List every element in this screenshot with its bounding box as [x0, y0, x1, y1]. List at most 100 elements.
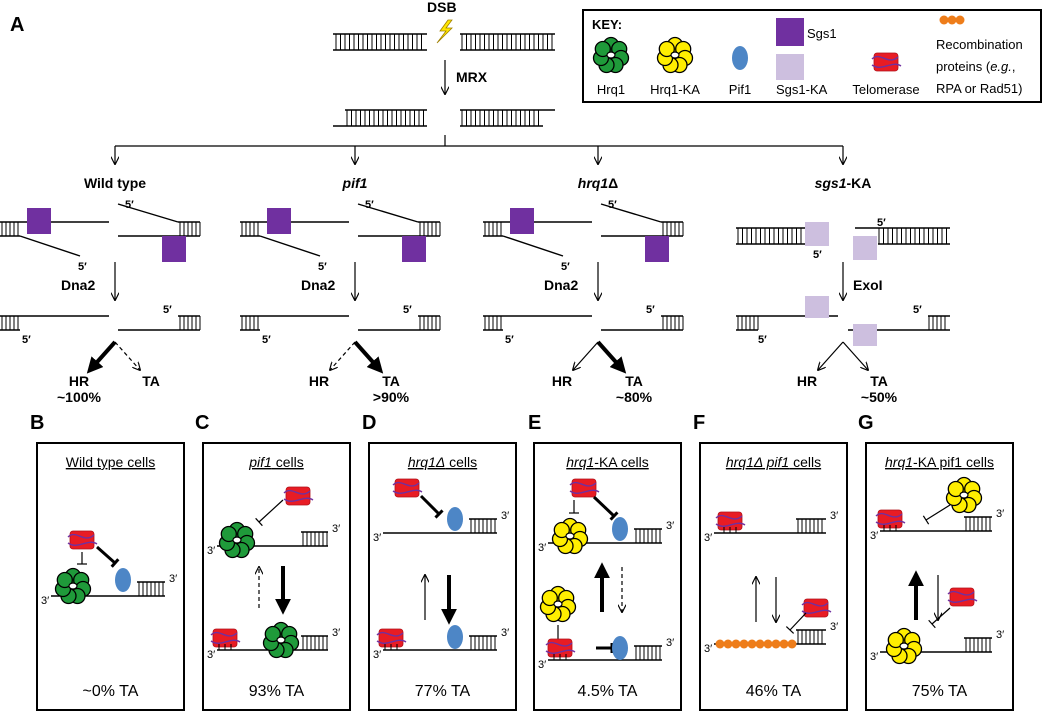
- svg-text:5′: 5′: [813, 249, 822, 261]
- svg-text:3′: 3′: [666, 520, 674, 532]
- svg-text:3′: 3′: [373, 649, 381, 661]
- svg-text:3′: 3′: [373, 532, 381, 544]
- hrq1-ka-key-icon: [656, 36, 694, 74]
- ta-label: TA: [870, 373, 888, 389]
- svg-text:5′: 5′: [646, 304, 655, 316]
- nuclease-label: Dna2: [301, 277, 335, 293]
- hrq1-icon: [218, 521, 256, 559]
- panel-outcome: 46% TA: [746, 683, 802, 700]
- strain-wild-type: Wild type: [84, 175, 146, 191]
- panel-letter-g: G: [858, 412, 874, 434]
- pif1-icon: [447, 507, 463, 531]
- key-sgs1-label: Sgs1: [807, 26, 837, 41]
- telomerase-icon: [392, 478, 423, 498]
- svg-text:3′: 3′: [501, 627, 509, 639]
- sgs1-icon: [402, 236, 426, 262]
- recombination-protein-icon: [787, 639, 797, 649]
- hrq1-key-icon: [592, 36, 630, 74]
- panel-title: hrq1Δ cells: [408, 454, 477, 470]
- svg-text:5′: 5′: [262, 334, 271, 346]
- panel-outcome: 93% TA: [249, 683, 305, 700]
- panel-b: Wild type cells~0% TA3′3′: [36, 442, 185, 711]
- ta-percent: ~50%: [861, 389, 898, 405]
- hrq1-icon: [262, 621, 300, 659]
- panel-letter-a: A: [10, 14, 25, 36]
- svg-text:3′: 3′: [830, 510, 838, 522]
- ta-percent: >90%: [373, 389, 410, 405]
- nuclease-label: ExoI: [853, 277, 883, 293]
- panel-outcome: 75% TA: [912, 683, 968, 700]
- hr-label: HR: [69, 373, 89, 389]
- key-recomb-line1: Recombination: [936, 37, 1023, 52]
- svg-text:3′: 3′: [207, 649, 215, 661]
- svg-text:5′: 5′: [403, 304, 412, 316]
- panel-outcome: 4.5% TA: [578, 683, 638, 700]
- hrq1-ka-icon: [539, 585, 577, 623]
- svg-text:3′: 3′: [501, 510, 509, 522]
- ta-label: TA: [382, 373, 400, 389]
- key-hrq1-ka-label: Hrq1-KA: [650, 82, 700, 97]
- sgs1-icon: [267, 208, 291, 234]
- svg-text:3′: 3′: [996, 629, 1004, 641]
- recombination-protein-icon: [779, 639, 789, 649]
- panel-letter-d: D: [362, 412, 377, 434]
- ta-label: TA: [142, 373, 160, 389]
- nuclease-label: Dna2: [61, 277, 95, 293]
- pif1-icon: [612, 517, 628, 541]
- svg-text:5′: 5′: [877, 217, 886, 229]
- sgs1-ka-icon: [853, 324, 877, 346]
- pif1-icon: [447, 625, 463, 649]
- key-pif1-label: Pif1: [729, 82, 751, 97]
- strain-hrq1-delta: hrq1Δ: [578, 175, 618, 191]
- panel-letter-e: E: [528, 412, 542, 434]
- telomerase-icon: [283, 486, 314, 506]
- hr-label: HR: [309, 373, 329, 389]
- svg-text:3′: 3′: [207, 545, 215, 557]
- sgs1-icon: [27, 208, 51, 234]
- pif1-key-icon: [732, 46, 748, 70]
- telomerase-icon: [947, 587, 978, 607]
- panel-letter-f: F: [693, 412, 706, 434]
- panel-outcome: 77% TA: [415, 683, 471, 700]
- svg-text:5′: 5′: [608, 199, 617, 211]
- sgs1-icon: [645, 236, 669, 262]
- recombination-protein-icon: [747, 639, 757, 649]
- telomerase-icon: [801, 598, 832, 618]
- hr-label: HR: [797, 373, 817, 389]
- panel-title: hrq1Δ pif1 cells: [726, 454, 821, 470]
- sgs1-icon: [510, 208, 534, 234]
- svg-text:3′: 3′: [332, 627, 340, 639]
- telomerase-icon: [569, 478, 600, 498]
- recombination-protein-icon: [715, 639, 725, 649]
- recombination-protein-icon: [771, 639, 781, 649]
- panel-d: hrq1Δ cells 77% TA 3′ 3′ 3′ 3′: [368, 442, 517, 711]
- lightning-bolt-icon: [436, 19, 453, 44]
- panel-title: hrq1-KA cells: [566, 454, 649, 470]
- key-recomb-line2: proteins (e.g.,: [936, 59, 1016, 74]
- svg-text:5′: 5′: [505, 334, 514, 346]
- sgs1-key-icon: [776, 18, 804, 46]
- hrq1-ka-icon: [551, 517, 589, 555]
- sgs1-ka-icon: [805, 296, 829, 318]
- key-sgs1-ka-label: Sgs1-KA: [776, 82, 828, 97]
- svg-text:5′: 5′: [758, 334, 767, 346]
- hrq1-ka-icon: [885, 627, 923, 665]
- panel-letter-c: C: [195, 412, 210, 434]
- svg-text:5′: 5′: [163, 304, 172, 316]
- panel-letter-b: B: [30, 412, 45, 434]
- panel-title: pif1 cells: [248, 454, 303, 470]
- telomerase-icon: [67, 530, 98, 550]
- hrq1-ka-icon: [945, 476, 983, 514]
- ta-label: TA: [625, 373, 643, 389]
- svg-text:3′: 3′: [332, 523, 340, 535]
- svg-text:3′: 3′: [830, 621, 838, 633]
- key-telomerase-label: Telomerase: [852, 82, 919, 97]
- recombination-protein-icon: [731, 639, 741, 649]
- sgs1-ka-icon: [853, 236, 877, 260]
- recombination-proteins-key-icon: [939, 15, 965, 25]
- sgs1-ka-icon: [805, 222, 829, 246]
